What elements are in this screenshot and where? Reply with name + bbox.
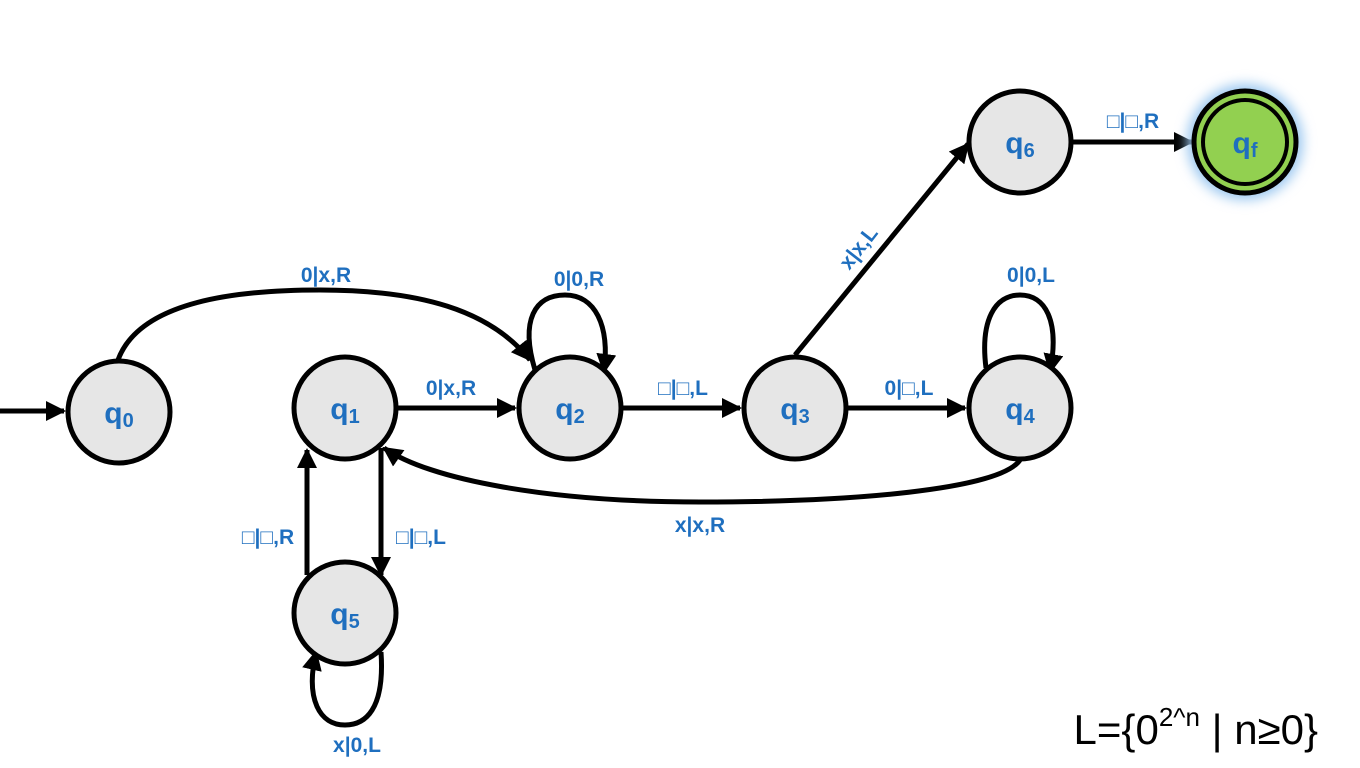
svg-text:q5: q5	[330, 598, 359, 633]
label-q4-q1: x|x,R	[675, 514, 725, 537]
label-q6-qf: □|□,R	[1107, 110, 1159, 133]
svg-text:q6: q6	[1005, 127, 1034, 162]
state-q3: q3	[741, 354, 849, 462]
label-q2-q2: 0|0,R	[554, 268, 604, 291]
edge-q4-q1	[382, 445, 1023, 505]
label-q3-q4: 0|□,L	[885, 377, 934, 400]
language-definition: L={02^n | n≥0}	[1074, 702, 1318, 753]
state-q6: q6	[966, 88, 1074, 196]
edge-q3-q6	[793, 142, 970, 357]
label-q5-q1: □|□,R	[242, 526, 294, 549]
svg-text:q0: q0	[104, 397, 133, 432]
label-q0-q2: 0|x,R	[301, 264, 351, 287]
state-q0: q0	[65, 358, 173, 466]
edge-q4-q4-loop	[982, 292, 1064, 374]
svg-text:qf: qf	[1233, 127, 1258, 162]
svg-text:q2: q2	[555, 393, 584, 428]
edge-q5-q5-loop	[302, 650, 385, 728]
state-q2: q2	[516, 354, 624, 462]
label-q2-q3: □|□,L	[658, 377, 708, 400]
state-qf-final: qf	[1187, 84, 1303, 200]
label-q1-q5: □|□,L	[396, 526, 446, 549]
state-q4: q4	[966, 354, 1074, 462]
svg-text:q1: q1	[330, 393, 359, 428]
edge-q2-q2-loop	[526, 292, 617, 374]
label-q4-q4: 0|0,L	[1007, 264, 1055, 287]
svg-text:q4: q4	[1005, 393, 1035, 428]
edge-q0-q2	[115, 287, 532, 362]
state-q1: q1	[291, 354, 399, 462]
label-q5-q5: x|0,L	[333, 734, 381, 757]
svg-text:q3: q3	[780, 393, 809, 428]
label-q1-q2: 0|x,R	[426, 377, 476, 400]
state-q5: q5	[291, 559, 399, 667]
label-q3-q6: x|x,L	[835, 222, 883, 274]
